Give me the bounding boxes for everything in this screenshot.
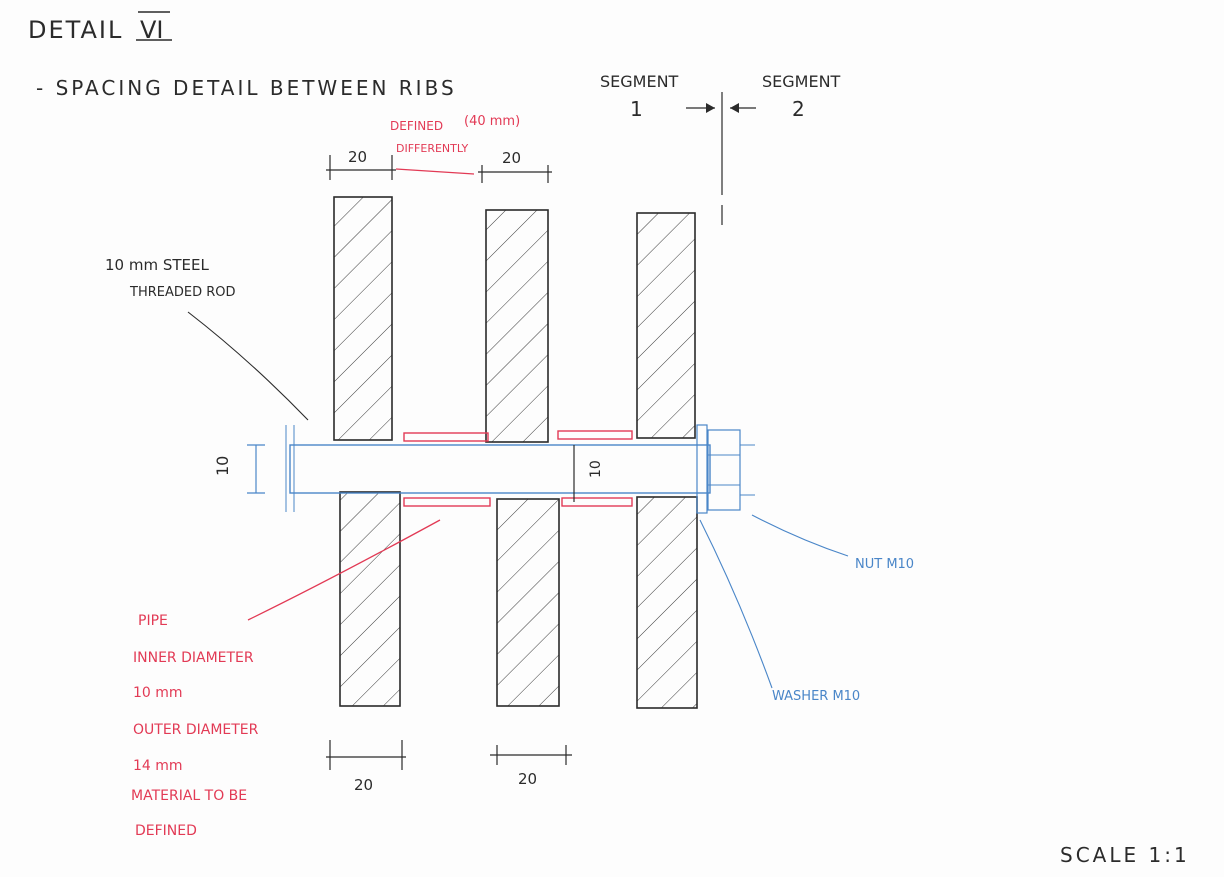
- threaded-rod: [285, 425, 711, 512]
- pipe-note: PIPE INNER DIAMETER 10 mm OUTER DIAMETER…: [131, 519, 441, 839]
- dim-rod-diameter: 10: [213, 456, 232, 476]
- gap-size: (40 mm): [464, 114, 520, 129]
- segment-2-label: SEGMENT: [762, 72, 841, 91]
- rib-2-bottom: [496, 498, 560, 707]
- title-text: DETAIL: [28, 16, 123, 44]
- dim-top-right: 20: [502, 149, 521, 167]
- pipe-note-6: DEFINED: [135, 823, 197, 839]
- dim-bottom-right: 20: [518, 770, 537, 788]
- rib-1-bottom: [339, 491, 401, 707]
- rib-1-top: [333, 196, 393, 441]
- top-dimensions: 20 20: [326, 148, 552, 183]
- scale-label: SCALE 1:1: [1060, 843, 1190, 867]
- pipe-spacers: [403, 430, 633, 507]
- rod-label-line2: THREADED ROD: [129, 285, 236, 300]
- bottom-dimensions: 20 20: [326, 740, 572, 794]
- gap-note: DEFINED (40 mm) DIFFERENTLY: [390, 114, 520, 175]
- subtitle: - SPACING DETAIL BETWEEN RIBS: [36, 76, 457, 100]
- pipe-note-2: 10 mm: [133, 685, 183, 701]
- rod-label-line1: 10 mm STEEL: [105, 256, 209, 274]
- rod-label: 10 mm STEEL THREADED ROD: [105, 256, 309, 421]
- title-block: DETAIL VI - SPACING DETAIL BETWEEN RIBS: [28, 11, 457, 100]
- ribs: [333, 196, 698, 709]
- rod-diameter-dimension: 10 10: [213, 444, 604, 502]
- nut-label: NUT M10: [855, 557, 914, 572]
- pipe-note-3: OUTER DIAMETER: [133, 722, 259, 738]
- nut-and-washer: [696, 424, 755, 514]
- gap-defined: DEFINED: [390, 119, 443, 133]
- pipe-note-5: MATERIAL TO BE: [131, 788, 247, 804]
- rib-2-top: [485, 209, 549, 443]
- rib-3-bottom: [636, 496, 698, 709]
- dim-top-left: 20: [348, 148, 367, 166]
- segment-1-label: SEGMENT: [600, 72, 679, 91]
- segment-2-number: 2: [792, 97, 805, 121]
- pipe-note-4: 14 mm: [133, 758, 183, 774]
- dim-center: 10: [588, 460, 604, 478]
- segment-markers: SEGMENT 1 SEGMENT 2: [600, 72, 841, 225]
- pipe-note-0: PIPE: [138, 613, 168, 629]
- title-numeral: VI: [140, 16, 164, 44]
- segment-1-number: 1: [630, 97, 643, 121]
- pipe-note-1: INNER DIAMETER: [133, 650, 254, 666]
- dim-bottom-left: 20: [354, 776, 373, 794]
- rib-3-top: [636, 212, 696, 439]
- gap-differently: DIFFERENTLY: [396, 142, 469, 155]
- washer-label: WASHER M10: [772, 689, 860, 704]
- hardware-labels: NUT M10 WASHER M10: [699, 514, 914, 704]
